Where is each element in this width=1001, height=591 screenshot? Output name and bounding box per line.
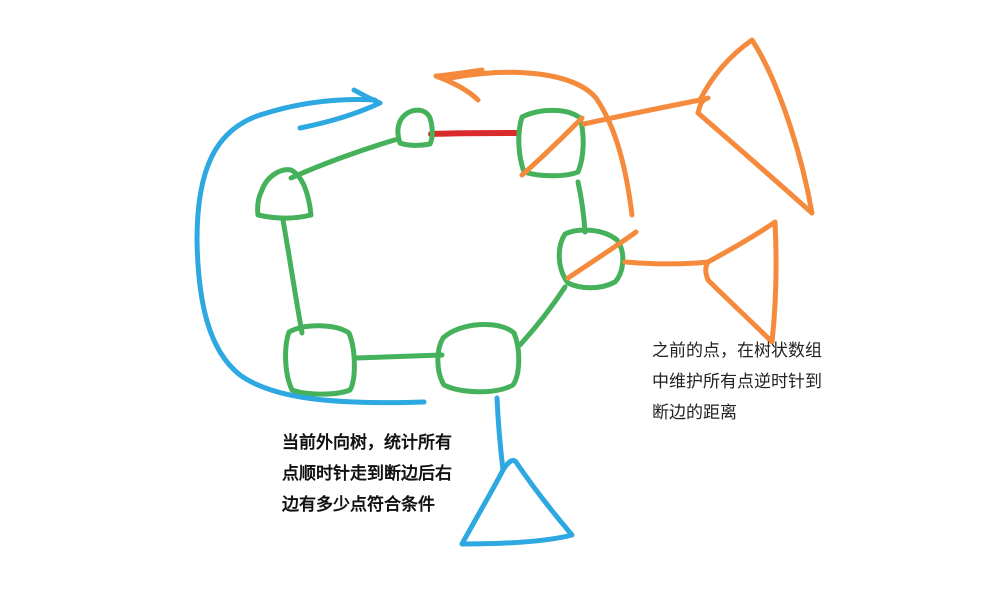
orange-link-right bbox=[622, 259, 711, 267]
bottom-annotation-line-3: 边有多少点符合条件 bbox=[282, 495, 435, 515]
blue-arrowhead bbox=[297, 87, 383, 131]
bottom-annotation-line-1: 当前外向树，统计所有 bbox=[282, 433, 452, 453]
right-annotation-line-3: 断边的距离 bbox=[652, 403, 737, 423]
orange-link-top bbox=[581, 97, 703, 127]
cycle-edge-left bbox=[280, 217, 305, 336]
bottom-annotation: 当前外向树，统计所有 点顺时针走到断边后右 边有多少点符合条件 bbox=[282, 428, 452, 521]
orange-arrow-arc bbox=[447, 69, 635, 218]
cut-edge bbox=[428, 130, 519, 137]
cycle-node-top-right bbox=[516, 107, 586, 179]
cycle-edge-bottom-right bbox=[517, 284, 568, 348]
orange-slash-right bbox=[565, 229, 639, 281]
blue-arrow-arc bbox=[194, 97, 427, 406]
cycle-edges bbox=[280, 136, 588, 361]
cycle-node-bottom-left bbox=[283, 323, 357, 397]
cycle-edge-bottom bbox=[353, 352, 445, 361]
right-annotation-line-2: 中维护所有点逆时针到 bbox=[652, 372, 822, 392]
right-annotation-line-1: 之前的点，在树状数组 bbox=[652, 341, 822, 361]
orange-tree-right bbox=[703, 219, 779, 345]
orange-tree-top bbox=[695, 37, 815, 216]
bottom-annotation-line-2: 点顺时针走到断边后右 bbox=[282, 464, 452, 484]
cycle-edge-top-left bbox=[288, 136, 401, 181]
cycle-edge-right bbox=[575, 179, 588, 235]
orange-arrowhead bbox=[433, 73, 481, 103]
orange-arrowhead-upper bbox=[435, 67, 485, 79]
cycle-nodes bbox=[255, 107, 626, 397]
cycle-node-top-small bbox=[395, 107, 435, 148]
cycle-node-bottom-right bbox=[435, 322, 522, 395]
blue-strokes bbox=[194, 87, 575, 547]
orange-strokes bbox=[433, 37, 815, 345]
blue-stem bbox=[494, 395, 506, 473]
orange-slash-top bbox=[519, 115, 585, 178]
blue-tree-bottom bbox=[459, 457, 575, 547]
right-annotation: 之前的点，在树状数组 中维护所有点逆时针到 断边的距离 bbox=[652, 336, 822, 429]
cycle-node-left bbox=[255, 167, 314, 221]
cycle-node-right bbox=[556, 227, 626, 291]
